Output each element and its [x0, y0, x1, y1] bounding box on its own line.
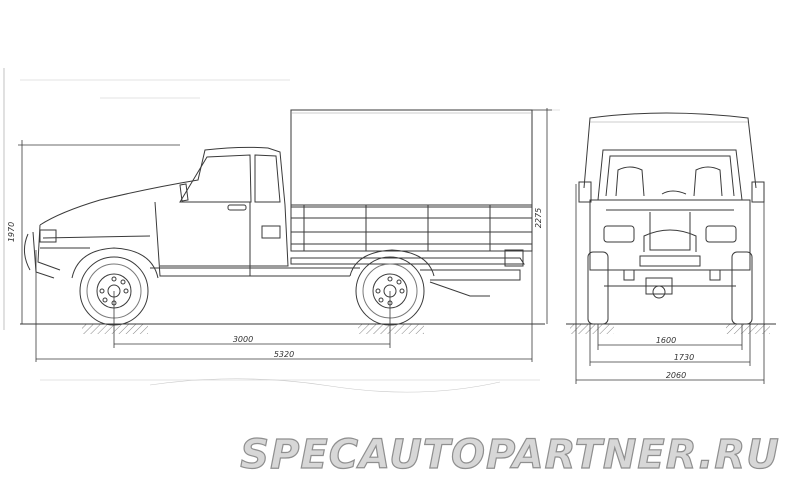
- chassis-frame: [150, 267, 521, 297]
- side-dimension-lines: [18, 108, 552, 362]
- front-axle: [604, 269, 736, 299]
- wheelbase-label: 3000: [233, 335, 253, 344]
- cab-height-label: 1970: [7, 222, 16, 242]
- body-width-label: 1730: [674, 353, 694, 362]
- track-label: 1600: [656, 336, 676, 345]
- overall-width-label: 2060: [666, 371, 686, 380]
- rear-wheel-arch: [349, 249, 435, 277]
- front-grille: [589, 199, 751, 271]
- watermark-text: SPECAUTOPARTNER.RU: [240, 432, 779, 478]
- front-ground-hatch-right: [726, 324, 770, 334]
- overall-length-label: 5320: [274, 350, 294, 359]
- tent-height-label: 2275: [534, 208, 543, 228]
- front-cab: [597, 149, 743, 201]
- ground-hatch-front: [82, 324, 148, 334]
- front-bullbar: [643, 229, 697, 252]
- front-left-wheel: [587, 251, 609, 325]
- construction-lines: [20, 79, 560, 393]
- tent-canopy: [290, 109, 533, 208]
- cab-body: [24, 146, 289, 279]
- front-view: [566, 112, 776, 384]
- ground-hatch-rear: [358, 324, 424, 334]
- front-right-wheel: [731, 251, 753, 325]
- front-wheel-arch: [71, 247, 159, 279]
- front-ground-hatch-left: [570, 324, 614, 334]
- side-view: [3, 68, 560, 393]
- cargo-bed: [290, 204, 533, 267]
- front-dimension-lines: [575, 184, 765, 384]
